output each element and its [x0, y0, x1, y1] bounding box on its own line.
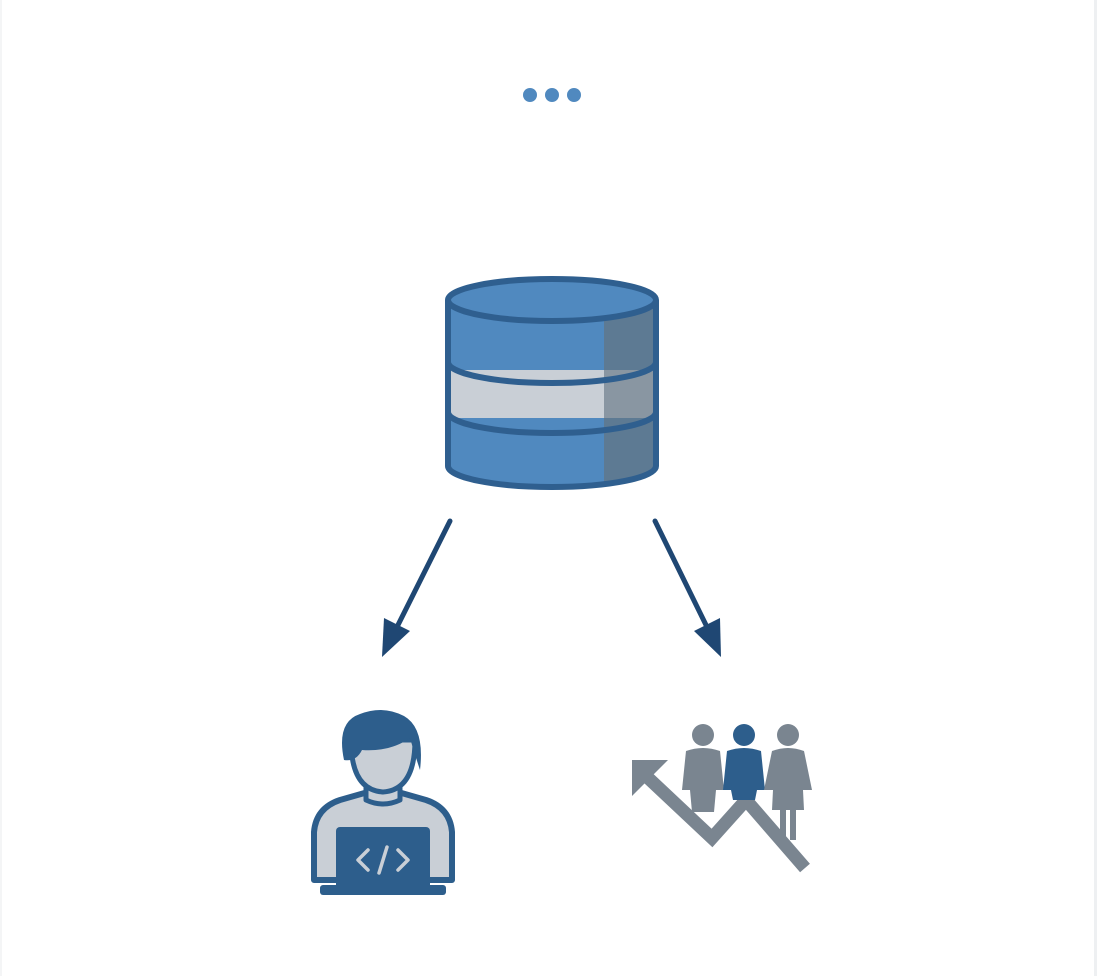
developer-coding-icon [311, 709, 455, 895]
database-icon [445, 276, 659, 490]
arrow-to-developer [382, 518, 453, 657]
team-growth-icon [632, 724, 812, 873]
more-dots-icon [523, 88, 581, 102]
right-edge-shade [1094, 0, 1097, 976]
arrow-to-business-users [652, 518, 721, 657]
left-edge-shade [0, 0, 2, 976]
